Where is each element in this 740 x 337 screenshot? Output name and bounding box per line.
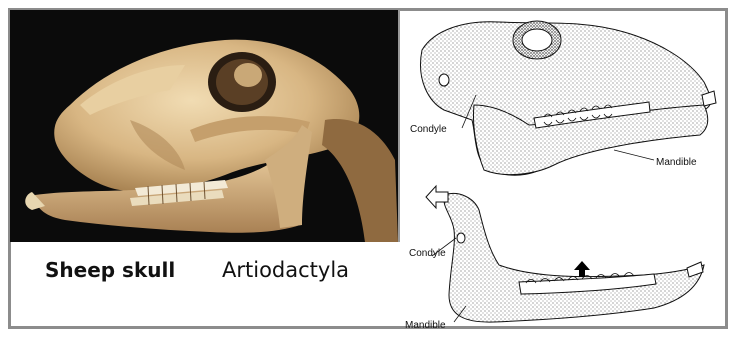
mandible-drawing-bottom [432, 193, 704, 322]
label-condyle-bottom: Condyle [409, 248, 446, 259]
caption-title: Sheep skull [45, 258, 175, 282]
caption-order: Artiodactyla [222, 258, 349, 282]
skull-drawing-svg [404, 10, 726, 328]
label-mandible-bottom: Mandible [405, 320, 446, 331]
skull-drawing-top [421, 21, 716, 175]
sheep-skull-photo [10, 10, 400, 242]
label-mandible-top: Mandible [656, 157, 697, 168]
skull-line-drawing [404, 10, 726, 328]
up-arrow-icon [574, 261, 590, 277]
label-condyle-top: Condyle [410, 124, 447, 135]
skull-photo-illustration [10, 10, 398, 242]
